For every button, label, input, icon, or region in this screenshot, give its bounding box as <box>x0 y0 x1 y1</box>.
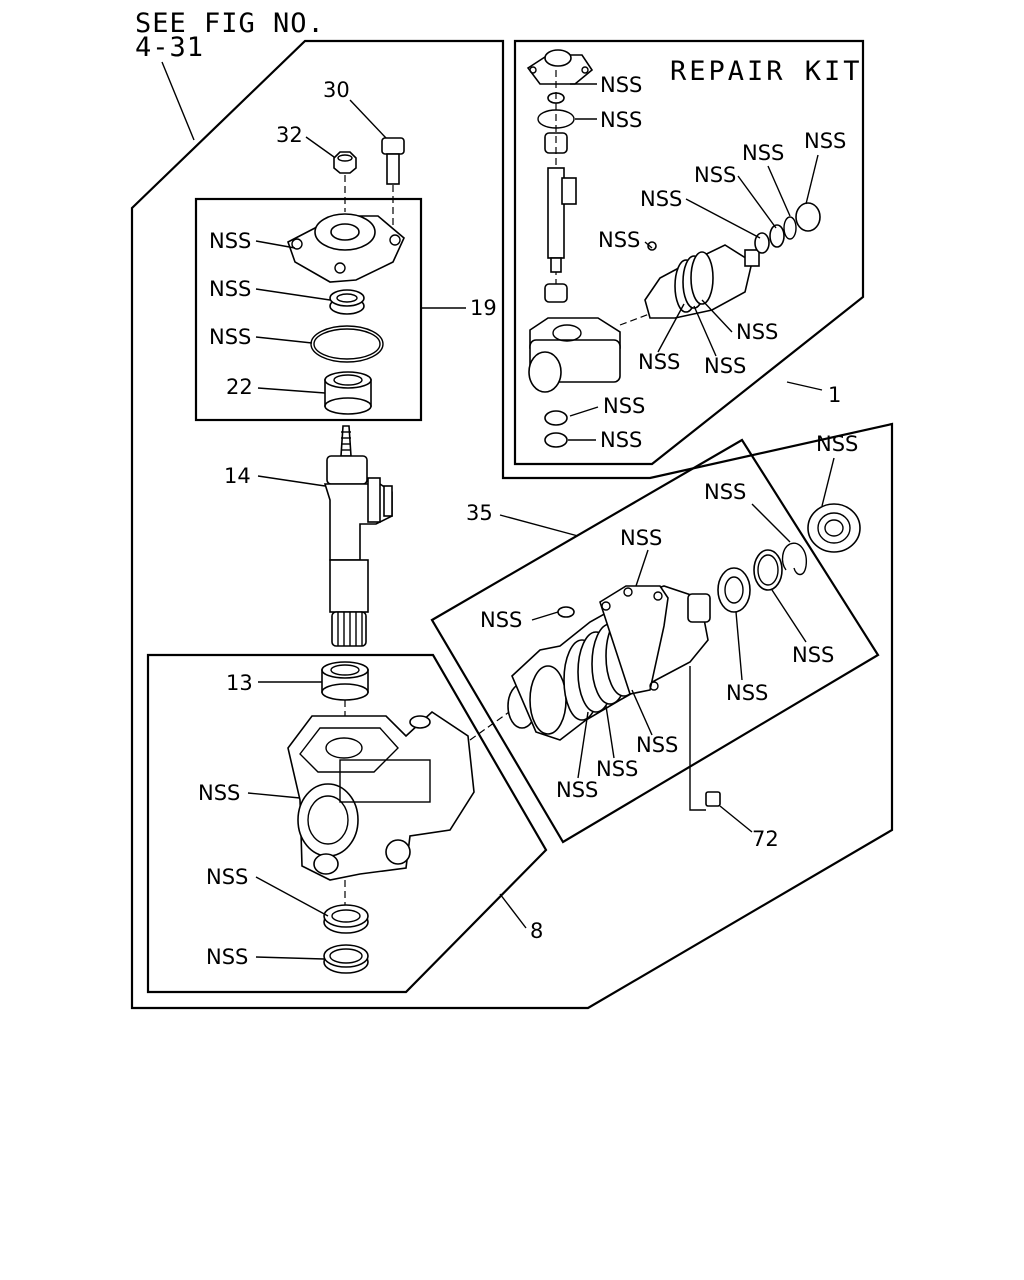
kit-nss-label: NSS <box>600 73 642 97</box>
housing-nss-label: NSS <box>198 781 240 805</box>
fig-number-text: 4-31 <box>135 32 204 63</box>
kit-seal-icon-2 <box>544 432 568 448</box>
cover-group-box <box>194 197 423 422</box>
cover-nss-label: NSS <box>209 277 251 301</box>
gear-housing-part <box>287 710 475 881</box>
cover-nss-label: NSS <box>209 229 251 253</box>
valve-leaders <box>499 457 835 833</box>
kit-snapring-icon <box>783 216 797 240</box>
see-fig-text: SEE FIG NO. <box>135 8 325 39</box>
nut-part <box>333 151 357 174</box>
valve-group-box <box>430 438 880 844</box>
housing-group-box <box>146 653 548 994</box>
lower-bearing-part <box>321 661 369 701</box>
repair-kit-box <box>513 39 865 466</box>
bolt-72-part <box>689 666 721 811</box>
see-fig-leader <box>161 61 195 141</box>
housing-seal-part <box>323 904 369 934</box>
housing-group: 13 NSS NSS NSS 8 <box>146 653 548 994</box>
kit-nss-label: NSS <box>603 394 645 418</box>
cover-plate-part <box>287 213 405 283</box>
valve-nss-label: NSS <box>596 757 638 781</box>
callout-13: 13 <box>226 671 253 695</box>
kit-nss-label: NSS <box>742 141 784 165</box>
kit-nss-label: NSS <box>736 320 778 344</box>
valve-connection-line <box>469 709 513 741</box>
bolt-part <box>381 137 405 185</box>
kit-seal-icon <box>544 410 568 426</box>
cover-group: 30 32 19 22 NSS NSS NSS <box>194 78 497 422</box>
callout-30: 30 <box>323 78 350 102</box>
kit-cover-icon <box>526 49 594 85</box>
cover-nss-label: NSS <box>209 325 251 349</box>
kit-housing-icon <box>528 317 621 393</box>
kit-nss-label: NSS <box>600 428 642 452</box>
valve-nss-label: NSS <box>480 608 522 632</box>
callout-8: 8 <box>530 919 543 943</box>
valve-snap-ring <box>789 542 807 576</box>
valve-small-oring <box>557 606 575 618</box>
kit-small-oring-icon <box>647 241 657 251</box>
sector-shaft-part <box>323 425 393 647</box>
valve-seal-part <box>717 567 751 613</box>
valve-oil-seal-part <box>807 503 861 553</box>
housing-nss-label: NSS <box>206 945 248 969</box>
kit-nss-label: NSS <box>600 108 642 132</box>
valve-nss-label: NSS <box>636 733 678 757</box>
kit-shaft-icon <box>547 167 577 273</box>
kit-nss-label: NSS <box>704 354 746 378</box>
valve-body-part <box>507 585 711 741</box>
housing-nss-label: NSS <box>206 865 248 889</box>
kit-ring-icon-2 <box>769 224 785 248</box>
upper-bearing-part <box>329 289 365 315</box>
valve-nss-label: NSS <box>620 526 662 550</box>
valve-nss-label: NSS <box>816 432 858 456</box>
valve-nss-label: NSS <box>726 681 768 705</box>
kit-nss-label: NSS <box>598 228 640 252</box>
valve-nss-label: NSS <box>792 643 834 667</box>
repair-kit-group: REPAIR KIT <box>513 39 865 466</box>
valve-nss-label: NSS <box>704 480 746 504</box>
kit-lower-bearing-icon <box>544 283 568 303</box>
o-ring-part <box>310 325 384 363</box>
repair-kit-ref: 1 <box>828 383 841 407</box>
callout-22: 22 <box>226 375 253 399</box>
cover-leaders <box>255 99 466 394</box>
leader-14 <box>257 475 326 487</box>
assembly-outline <box>130 39 894 1010</box>
callout-32: 32 <box>276 123 303 147</box>
valve-nss-label: NSS <box>556 778 598 802</box>
kit-ref-leader <box>786 381 823 391</box>
callout-72: 72 <box>752 827 779 851</box>
callout-35: 35 <box>466 501 493 525</box>
valve-group: 35 72 NSS NSS NSS NSS NSS NSS NSS NSS NS… <box>430 432 880 851</box>
repair-kit-title: REPAIR KIT <box>670 56 863 87</box>
housing-ring-part <box>323 944 369 974</box>
kit-nss-label: NSS <box>638 350 680 374</box>
kit-valve-icon <box>644 244 760 319</box>
callout-14: 14 <box>224 464 251 488</box>
kit-nss-label: NSS <box>694 163 736 187</box>
kit-oil-seal-icon <box>795 202 821 232</box>
needle-bearing-part <box>324 371 372 415</box>
housing-leaders <box>247 681 527 960</box>
kit-nss-label: NSS <box>640 187 682 211</box>
valve-ring-part <box>753 549 783 591</box>
kit-nss-label: NSS <box>804 129 846 153</box>
callout-19: 19 <box>470 296 497 320</box>
kit-leaders <box>568 83 819 441</box>
